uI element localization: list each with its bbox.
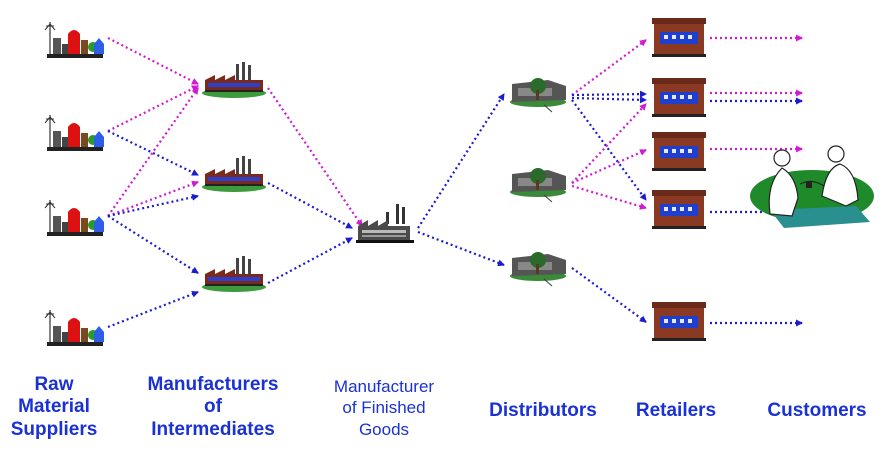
refinery-icon [44, 199, 105, 237]
flows-distributors-to-retailers [571, 39, 647, 323]
refinery-icon [44, 309, 105, 347]
label-retailers: Retailers [635, 400, 717, 421]
flows-raw-to-intermediates [107, 37, 199, 329]
label-line: of Finished [342, 398, 426, 418]
label-line: Goods [358, 419, 410, 439]
store-icon [652, 132, 706, 171]
label-line: Material [18, 396, 90, 418]
factory-icon [202, 156, 266, 192]
label-line: Manufacturers [147, 374, 279, 395]
factory-icon [202, 256, 266, 292]
customer-meeting-icon [750, 145, 874, 228]
warehouse-icon [509, 167, 567, 203]
main-factory-icon [356, 204, 414, 243]
flows-retailers-to-customers [710, 34, 803, 327]
label-manufacturer-of-finished-goods: Manufacturer of Finished Goods [326, 376, 442, 440]
store-icon [652, 18, 706, 57]
label-line: Intermediates [151, 418, 275, 440]
flows-finished-to-distributors [417, 93, 505, 267]
factory-icon [202, 62, 266, 98]
label-line: Raw [34, 374, 74, 395]
label-raw-material-suppliers: Raw Material Suppliers [6, 374, 102, 441]
flows-intermediates-to-finished [267, 87, 363, 284]
label-distributors: Distributors [489, 400, 597, 421]
label-manufacturers-of-intermediates: Manufacturers of Intermediates [128, 374, 298, 441]
warehouse-icon [509, 251, 567, 287]
label-customers: Customers [767, 400, 867, 421]
store-icon [652, 78, 706, 117]
label-line: of [204, 396, 222, 418]
label-line: Suppliers [10, 418, 98, 440]
label-line: Manufacturer [333, 377, 435, 396]
refinery-icon [44, 114, 105, 152]
refinery-icon [44, 21, 105, 59]
store-icon [652, 302, 706, 341]
store-icon [652, 190, 706, 229]
warehouse-icon [509, 77, 567, 113]
